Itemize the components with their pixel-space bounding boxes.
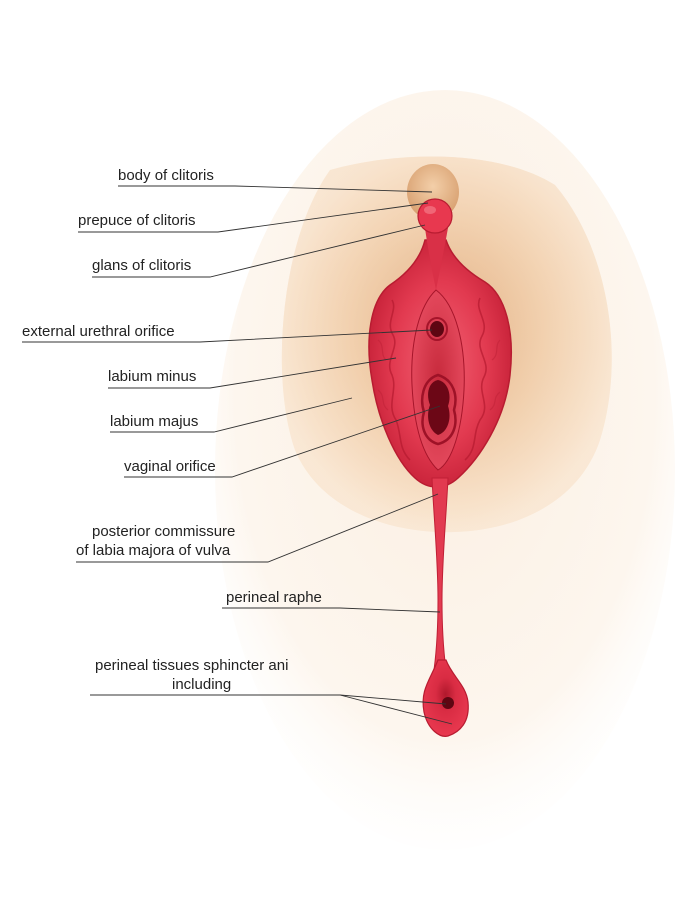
leader-labium-majus [110,397,353,433]
leader-posterior-commissure [76,493,439,563]
leader-body-of-clitoris [118,185,433,193]
leader-prepuce-of-clitoris [78,202,429,233]
urethral-orifice-shape [430,321,444,337]
leader-glans-of-clitoris [92,224,426,278]
leader-labium-minus [108,357,397,389]
leader-vaginal-orifice [124,405,441,478]
label-posterior-commissure-line1: posterior commissure [92,523,236,540]
frill-texture-left [388,299,411,461]
label-posterior-commissure-line2: of labia majora of vulva [76,542,231,559]
vestibule-shape [411,289,465,471]
label-glans-of-clitoris: glans of clitoris [92,257,192,274]
label-perineal-tissues-line2: including [172,676,232,693]
label-external-urethral-orifice: external urethral orifice [22,323,175,340]
leader-external-urethral-orifice [22,329,433,343]
anal-orifice-shape [442,697,454,709]
urethral-orifice-ring [426,317,448,341]
leader-perineal-raphe [222,607,441,613]
glans-highlight [424,206,436,214]
label-labium-minus: labium minus [108,368,197,385]
label-prepuce-of-clitoris: prepuce of clitoris [78,212,196,229]
vaginal-orifice-ring [421,373,457,446]
label-perineal-tissues-line1: perineal tissues sphincter ani [95,657,289,674]
frill-texture-right [464,297,487,461]
label-labium-majus: labium majus [110,413,199,430]
label-body-of-clitoris: body of clitoris [118,167,214,184]
vaginal-orifice-shape [428,380,450,435]
frill-texture-detail [377,339,501,411]
leader-perineal-tissues-b [339,694,453,725]
label-vaginal-orifice: vaginal orifice [124,458,216,475]
leader-lines [22,185,453,725]
frenulum-shape [425,228,448,290]
label-perineal-raphe: perineal raphe [226,589,322,606]
